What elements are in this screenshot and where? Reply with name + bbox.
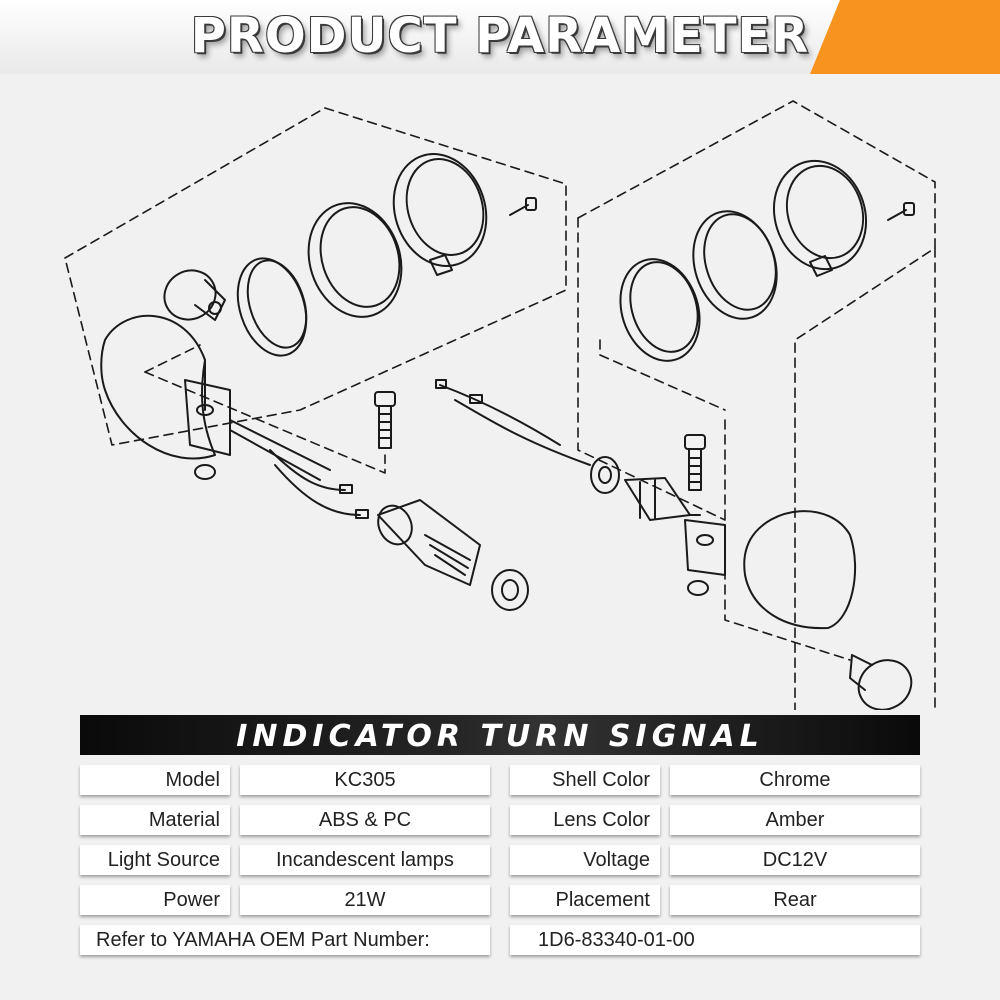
banner-title: INDICATOR TURN SIGNAL — [236, 719, 764, 754]
left-screw — [509, 197, 537, 216]
spec-label-light-source: Light Source — [80, 845, 230, 875]
right-bulb — [849, 654, 913, 710]
spec-label-material: Material — [80, 805, 230, 835]
left-rings — [236, 153, 488, 357]
spec-label-shell-color: Shell Color — [510, 765, 660, 795]
spec-value-material: ABS & PC — [240, 805, 490, 835]
spec-label-voltage: Voltage — [510, 845, 660, 875]
header-bar: PRODUCT PARAMETER — [0, 0, 1000, 74]
spec-label-model: Model — [80, 765, 230, 795]
spec-label-lens-color: Lens Color — [510, 805, 660, 835]
oem-part-label: Refer to YAMAHA OEM Part Number: — [80, 925, 490, 955]
left-lens — [100, 314, 216, 460]
header-accent-stripe — [810, 0, 1000, 74]
left-wires — [269, 449, 369, 519]
spec-value-voltage: DC12V — [670, 845, 920, 875]
right-assembly-outline — [577, 100, 936, 710]
spec-value-power: 21W — [240, 885, 490, 915]
right-socket — [624, 477, 701, 521]
right-wires — [435, 379, 591, 466]
right-rings — [619, 159, 868, 362]
left-assembly-outline — [64, 107, 567, 474]
right-lens — [743, 510, 857, 630]
spec-value-light-source: Incandescent lamps — [240, 845, 490, 875]
right-bracket — [684, 519, 726, 596]
page-title: PRODUCT PARAMETER — [190, 8, 810, 64]
spec-value-placement: Rear — [670, 885, 920, 915]
left-bulb — [163, 269, 226, 321]
exploded-parts-diagram — [64, 100, 936, 710]
product-name-banner: INDICATOR TURN SIGNAL — [80, 715, 920, 755]
right-bolt — [684, 434, 706, 491]
spec-value-lens-color: Amber — [670, 805, 920, 835]
left-nut — [491, 569, 529, 611]
spec-value-shell-color: Chrome — [670, 765, 920, 795]
left-socket — [377, 499, 481, 586]
spec-value-model: KC305 — [240, 765, 490, 795]
right-screw — [887, 202, 915, 221]
spec-label-placement: Placement — [510, 885, 660, 915]
left-bolt — [374, 391, 396, 449]
spec-label-power: Power — [80, 885, 230, 915]
right-grommet — [590, 456, 620, 494]
oem-part-number: 1D6-83340-01-00 — [510, 925, 920, 955]
